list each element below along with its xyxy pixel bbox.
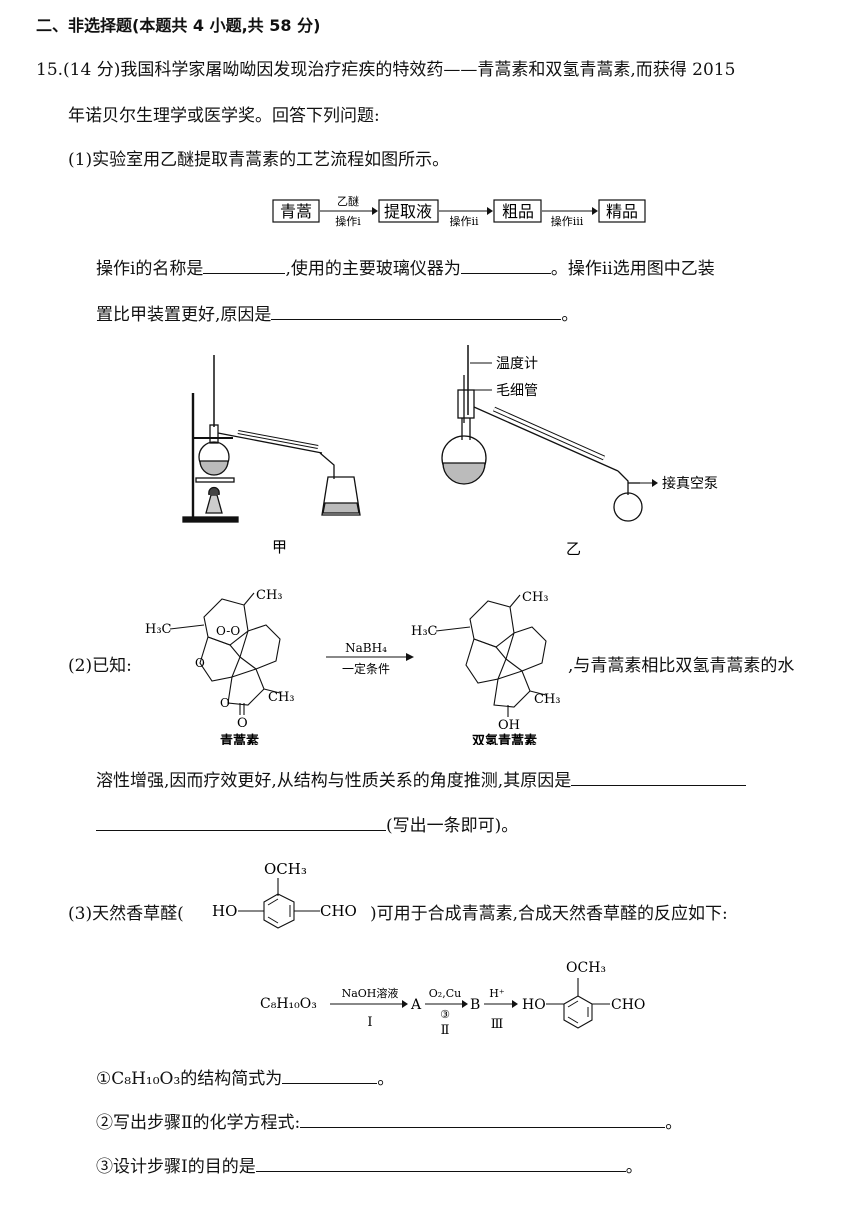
- svg-text:乙醚: 乙醚: [337, 194, 359, 208]
- reagent-condition: 一定条件: [342, 661, 390, 676]
- flow-box-3: 粗品: [493, 199, 542, 223]
- vanillin-structure-inline: OCH₃ HO CHO: [212, 860, 357, 929]
- answer-blank-glassware[interactable]: [460, 258, 551, 274]
- apparatus-figures: 甲 温度计 毛细管 接真空泵 乙: [182, 345, 718, 558]
- svg-text:操作ⅰ: 操作ⅰ: [335, 214, 361, 228]
- scheme-r1-top: NaOH溶液: [342, 986, 399, 1000]
- reagent-nabh4: NaBH₄: [345, 641, 387, 655]
- part2-suffix: ,与青蒿素相比双氢青蒿素的水: [568, 656, 795, 676]
- flow-box-2: 提取液: [378, 199, 439, 223]
- artemisinin-ch3-top: CH₃: [256, 588, 283, 603]
- benzene-ring: [263, 893, 295, 929]
- vacuum-arrow-head: [652, 479, 658, 487]
- scheme-r3-top: H⁺: [489, 987, 505, 1000]
- svg-text:操作ⅲ: 操作ⅲ: [551, 214, 584, 228]
- product-cho: CHO: [611, 997, 645, 1013]
- dihydroartemisinin-name: 双氢青蒿素: [472, 733, 537, 745]
- scheme-r1-bottom: Ⅰ: [367, 1015, 372, 1030]
- svg-text:精品: 精品: [606, 202, 638, 221]
- answer-blank-solubility-reason-a[interactable]: [571, 770, 747, 786]
- thermometer-label: 温度计: [496, 356, 538, 372]
- scheme-r2-top: O₂,Cu: [429, 987, 461, 1000]
- svg-text:青蒿: 青蒿: [280, 202, 312, 221]
- part3-prefix: (3)天然香草醛(: [68, 904, 184, 924]
- artemisinin-name: 青蒿素: [220, 733, 259, 745]
- vanillin-synthesis-scheme: C₈H₁₀O₃ NaOH溶液 Ⅰ A O₂,Cu ③ Ⅱ B H⁺ Ⅲ HO O…: [260, 960, 645, 1038]
- artemisinin-structure: [169, 592, 281, 715]
- lactone-o: O: [220, 696, 230, 710]
- vanillin-ho: HO: [212, 902, 237, 920]
- dha-ch3-bottom: CH₃: [534, 692, 561, 707]
- artemisinin-carbonyl-o: O: [237, 716, 248, 731]
- product-ho: HO: [522, 997, 546, 1013]
- vanillin-och3: OCH₃: [264, 860, 307, 878]
- artemisinin-ch3-bottom: CH₃: [268, 690, 295, 705]
- answer-blank-operation1[interactable]: [203, 258, 286, 274]
- process-flowchart: 青蒿 乙醚 操作ⅰ 提取液 操作ⅱ 粗品 操作ⅲ 精品: [272, 194, 646, 228]
- subquestion-2: ②写出步骤Ⅱ的化学方程式:。: [96, 1112, 683, 1133]
- flow-arrow-1: 乙醚 操作ⅰ: [320, 194, 378, 228]
- scheme-start: C₈H₁₀O₃: [260, 996, 317, 1012]
- peroxide-o: O-O: [216, 624, 240, 638]
- question-15-intro-line1: 15.(14 分)我国科学家屠呦呦因发现治疗疟疾的特效药——青蒿素和双氢青蒿素,…: [36, 60, 736, 80]
- subquestion-1: ①C₈H₁₀O₃的结构简式为。: [96, 1068, 395, 1089]
- scheme-A: A: [410, 997, 422, 1013]
- artemisinin-h3c: H₃C: [145, 622, 172, 637]
- scheme-r3-bottom: Ⅲ: [491, 1017, 504, 1032]
- part2-line3: (写出一条即可)。: [96, 815, 518, 835]
- svg-text:粗品: 粗品: [502, 202, 534, 221]
- dihydroartemisinin-structure: [435, 594, 547, 717]
- part2-line2: 溶性增强,因而疗效更好,从结构与性质关系的角度推测,其原因是: [96, 770, 747, 790]
- apparatus-jia: [182, 355, 361, 523]
- flow-arrow-2: 操作ⅱ: [439, 207, 493, 228]
- artemisinin-reaction: H₃C CH₃ CH₃ O O-O O O 青蒿素 NaBH₄ 一定条件 H₃C…: [145, 588, 561, 745]
- scheme-r2-mid: ③: [440, 1008, 450, 1021]
- scheme-r2-bottom: Ⅱ: [441, 1023, 450, 1038]
- part1-question2: 置比甲装置更好,原因是。: [96, 304, 579, 325]
- vanillin-cho: CHO: [320, 902, 357, 920]
- apparatus-yi-label: 乙: [566, 540, 581, 558]
- flow-box-4: 精品: [598, 199, 646, 223]
- answer-blank-equation[interactable]: [300, 1112, 666, 1128]
- ring-o: O: [195, 656, 205, 670]
- part1-title: (1)实验室用乙醚提取青蒿素的工艺流程如图所示。: [68, 150, 450, 170]
- vacuum-pump-label: 接真空泵: [662, 475, 718, 492]
- scheme-B: B: [470, 997, 480, 1013]
- capillary-label: 毛细管: [496, 383, 538, 399]
- answer-blank-purpose[interactable]: [255, 1156, 626, 1172]
- apparatus-jia-label: 甲: [272, 538, 287, 556]
- flow-box-1: 青蒿: [272, 199, 320, 223]
- svg-text:操作ⅱ: 操作ⅱ: [449, 214, 478, 228]
- part3-suffix: )可用于合成青蒿素,合成天然香草醛的反应如下:: [370, 904, 728, 924]
- apparatus-yi: [441, 345, 643, 522]
- question-15-intro-line2: 年诺贝尔生理学或医学奖。回答下列问题:: [68, 106, 380, 126]
- subquestion-3: ③设计步骤Ⅰ的目的是。: [96, 1156, 643, 1177]
- answer-blank-solubility-reason-b[interactable]: [96, 815, 386, 831]
- section-title: 二、非选择题(本题共 4 小题,共 58 分): [36, 16, 321, 35]
- flow-arrow-3: 操作ⅲ: [542, 207, 598, 228]
- answer-blank-reason[interactable]: [271, 304, 562, 320]
- part2-prefix: (2)已知:: [68, 656, 132, 676]
- dha-oh: OH: [498, 718, 520, 733]
- dha-ch3-top: CH₃: [522, 590, 549, 605]
- part1-question1: 操作ⅰ的名称是,使用的主要玻璃仪器为。操作ⅱ选用图中乙装: [96, 258, 715, 279]
- answer-blank-structure[interactable]: [282, 1068, 378, 1084]
- svg-text:提取液: 提取液: [384, 202, 432, 221]
- product-och3: OCH₃: [566, 960, 606, 976]
- reaction-arrow-head: [406, 653, 414, 661]
- dha-h3c: H₃C: [411, 624, 438, 639]
